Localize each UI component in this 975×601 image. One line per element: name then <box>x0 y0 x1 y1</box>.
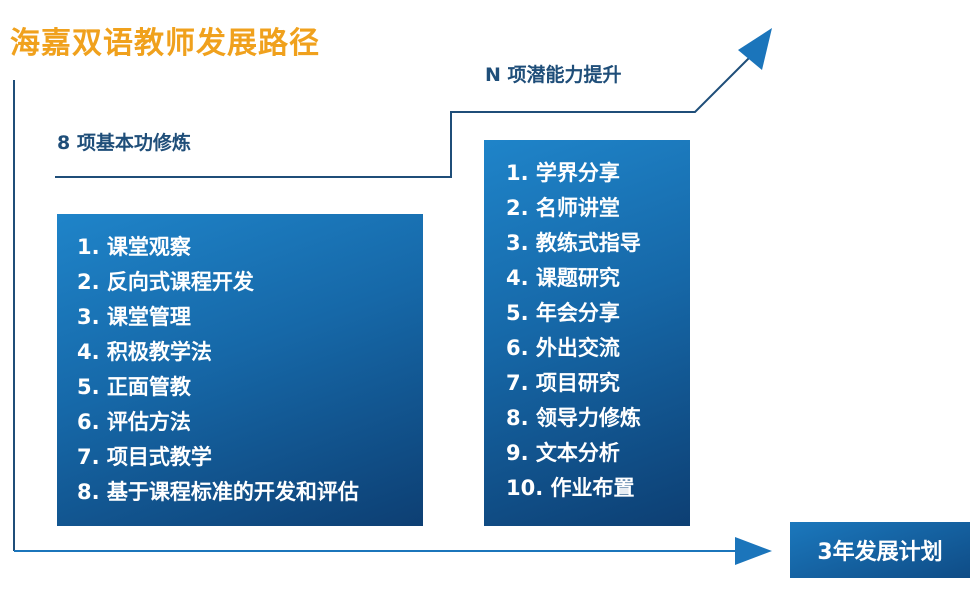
list-item: 1. 学界分享 <box>506 161 620 185</box>
growth-path-line <box>55 54 753 178</box>
list-item: 6. 评估方法 <box>77 410 191 434</box>
list-item: 1. 课堂观察 <box>77 235 191 259</box>
list-item: 3. 教练式指导 <box>506 231 641 255</box>
horizontal-arrow-head <box>735 537 772 565</box>
list-item: 2. 名师讲堂 <box>506 196 620 220</box>
potential-ability-list: 1. 学界分享 2. 名师讲堂 3. 教练式指导 4. 课题研究 5. 年会分享… <box>484 140 690 506</box>
list-item: 2. 反向式课程开发 <box>77 270 254 294</box>
page-title: 海嘉双语教师发展路径 <box>10 26 320 61</box>
list-item: 7. 项目研究 <box>506 371 620 395</box>
list-item: 4. 积极教学法 <box>77 340 212 364</box>
list-item: 10. 作业布置 <box>506 476 635 500</box>
basic-skills-label: 8 项基本功修炼 <box>57 132 191 154</box>
basic-skills-box: 1. 课堂观察 2. 反向式课程开发 3. 课堂管理 4. 积极教学法 5. 正… <box>57 214 423 526</box>
list-item: 5. 年会分享 <box>506 301 620 325</box>
potential-ability-label: N 项潜能力提升 <box>485 64 622 86</box>
list-item: 4. 课题研究 <box>506 266 620 290</box>
potential-ability-box: 1. 学界分享 2. 名师讲堂 3. 教练式指导 4. 课题研究 5. 年会分享… <box>484 140 690 526</box>
list-item: 7. 项目式教学 <box>77 445 212 469</box>
three-year-plan-box: 3年发展计划 <box>790 522 970 578</box>
list-item: 3. 课堂管理 <box>77 305 191 329</box>
list-item: 5. 正面管教 <box>77 375 191 399</box>
basic-skills-list: 1. 课堂观察 2. 反向式课程开发 3. 课堂管理 4. 积极教学法 5. 正… <box>57 214 423 510</box>
list-item: 6. 外出交流 <box>506 336 620 360</box>
growth-arrow-head <box>738 28 772 70</box>
list-item: 8. 领导力修炼 <box>506 406 641 430</box>
list-item: 9. 文本分析 <box>506 441 620 465</box>
list-item: 8. 基于课程标准的开发和评估 <box>77 480 359 504</box>
